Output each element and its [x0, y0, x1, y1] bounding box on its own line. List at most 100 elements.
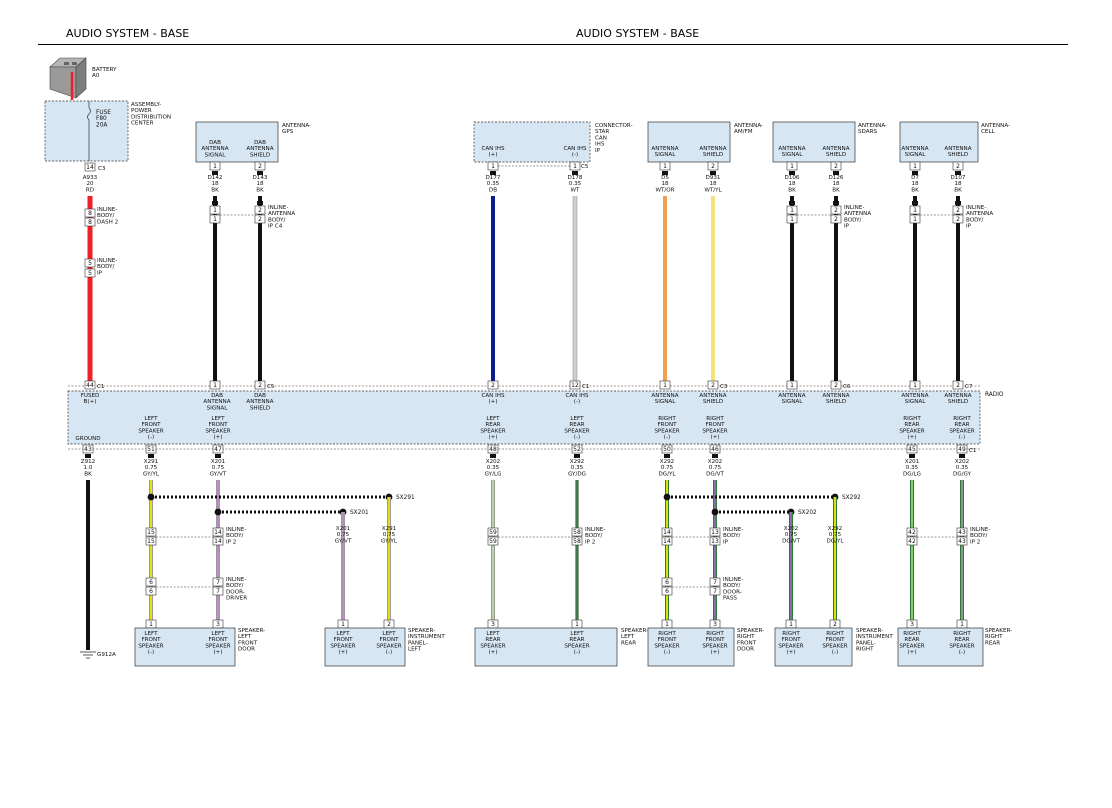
antenna-label-gps: ANTENNA- [282, 123, 311, 129]
speaker-terminal-label: FRONT [333, 637, 353, 643]
antenna-pin-label: 1 [663, 163, 667, 170]
lower-wire-label: 0.35 [906, 465, 919, 471]
radio-bottom-label: (+) [710, 435, 719, 441]
antenna-label-star: CAN [595, 135, 607, 141]
speaker-terminal-label: LEFT [382, 631, 396, 637]
radio-top-pin-label: 2 [491, 382, 495, 389]
branch-wire-label: 0.75 [383, 532, 396, 538]
lower-wire-label: 0.75 [661, 465, 674, 471]
inline-pin-label: 2 [834, 216, 838, 223]
door-driver-pin [212, 586, 224, 596]
speaker-pin-label: 3 [910, 621, 914, 628]
speaker-pin-label: 3 [216, 621, 220, 628]
ip-pin-label: 5 [88, 270, 92, 277]
branch-wire-label: GY/VT [335, 538, 352, 544]
antenna-pin-label: ANTENNA [699, 146, 726, 152]
ip2-left-pin [212, 536, 224, 546]
radio-bottom-label: FRONT [208, 422, 228, 428]
pin-tab [148, 454, 154, 458]
radio-top-label: ANTENNA [246, 399, 273, 405]
lower-wire-label: GY/DG [568, 471, 586, 477]
inline-label: INLINE- [844, 205, 864, 211]
ip2-right-pin-label: 42 [908, 529, 916, 536]
fuse-symbol [87, 101, 91, 161]
radio-bottom-label: SPEAKER [654, 428, 679, 434]
radio-top-label: ANTENNA [699, 393, 726, 399]
speaker-pin-label: 1 [341, 621, 345, 628]
inline-label: ANTENNA [966, 211, 993, 217]
splice-sx292-node [663, 493, 671, 501]
radio-bottom-label: FRONT [141, 422, 161, 428]
pin-tab [257, 201, 263, 205]
antenna-pin-label: 2 [711, 163, 715, 170]
radio-conn-name: C5 [267, 384, 275, 390]
radio-name: RADIO [985, 392, 1004, 398]
speaker-label: DOOR [238, 647, 255, 653]
speaker-label: RIGHT [737, 634, 755, 640]
branch-wire-label: X292 [828, 526, 843, 532]
ip2-left-pin-label: 15 [147, 529, 155, 536]
radio-bottom-pin [145, 444, 157, 454]
speaker-terminal-label: (-) [386, 650, 392, 656]
speaker-terminal-label: FRONT [705, 637, 725, 643]
battery-label: BATTERY [92, 67, 117, 73]
radio-top-label: SIGNAL [782, 399, 804, 405]
pin-tab [789, 201, 795, 205]
speaker-label: FRONT [238, 640, 258, 646]
speaker-terminal-label: FRONT [141, 637, 161, 643]
branch-wire-label: 0.75 [785, 532, 798, 538]
speaker-label: SPEAKER- [985, 628, 1012, 634]
radio-bottom-label: LEFT [486, 416, 500, 422]
pdc-label: DISTRIBUTION [131, 114, 171, 120]
antenna-label-star: CONNECTOR- [595, 123, 633, 129]
speaker-terminal-label: SPEAKER [654, 643, 679, 649]
speaker-label: INSTRUMENT [856, 634, 893, 640]
inline-label: IP C4 [268, 224, 283, 230]
antenna-pin-label: 2 [956, 163, 960, 170]
splice-sx291-node [147, 493, 155, 501]
radio-bottom-label: SPEAKER [480, 428, 505, 434]
speaker-terminal-label: (-) [148, 650, 154, 656]
door-pass-label: BODY/ [723, 583, 741, 589]
antenna-pin [209, 161, 221, 171]
ip2-left-pin-label: 14 [214, 538, 222, 545]
speaker-pin-label: 1 [149, 621, 153, 628]
antenna-pin [254, 161, 266, 171]
speaker-terminal-label: SPEAKER [330, 643, 355, 649]
speaker-pin-label: 3 [491, 621, 495, 628]
radio-top-pin-label: 2 [258, 382, 262, 389]
speaker-terminal-label: REAR [485, 637, 500, 643]
antenna-label-star: STAR [595, 129, 609, 135]
antenna-box-gps [195, 121, 279, 163]
upper-wire-label: 18 [709, 181, 717, 187]
branch-wire-label: DG/VT [782, 538, 800, 544]
radio-top-label: ANTENNA [651, 393, 678, 399]
pin-tab [710, 171, 716, 175]
speaker-terminal-label: (+) [488, 650, 497, 656]
ip2-right-pin-label: 43 [958, 529, 966, 536]
speaker-pin-label: 1 [960, 621, 964, 628]
pin-tab [215, 454, 221, 458]
radio-bottom-pin [212, 444, 224, 454]
pin-tab [664, 454, 670, 458]
radio-ground-label: GROUND [75, 436, 100, 442]
antenna-label-sdars: SDARS [858, 129, 877, 135]
ip2-rear-label: BODY/ [585, 533, 603, 539]
speaker-terminal-label: RIGHT [953, 631, 971, 637]
lower-wire-label: X201 [905, 459, 920, 465]
upper-wire-label: WT/YL [704, 187, 722, 193]
speaker-terminal-label: SPEAKER [205, 643, 230, 649]
ip-label: BODY/ [97, 264, 115, 270]
ip-pin [84, 258, 96, 268]
upper-wire-label: 18 [256, 181, 264, 187]
upper-wire-label: 18 [832, 181, 840, 187]
speaker-label: FRONT [737, 640, 757, 646]
door-pass-pin-label: 7 [713, 588, 717, 595]
dash2-pin-label: 8 [88, 210, 92, 217]
inline-label: IP [966, 224, 972, 230]
radio-top-pin [487, 380, 499, 390]
inline-label: BODY/ [966, 217, 984, 223]
lower-wire-label: X292 [570, 459, 585, 465]
pin-tab [490, 171, 496, 175]
door-driver-pin-label: 7 [216, 579, 220, 586]
